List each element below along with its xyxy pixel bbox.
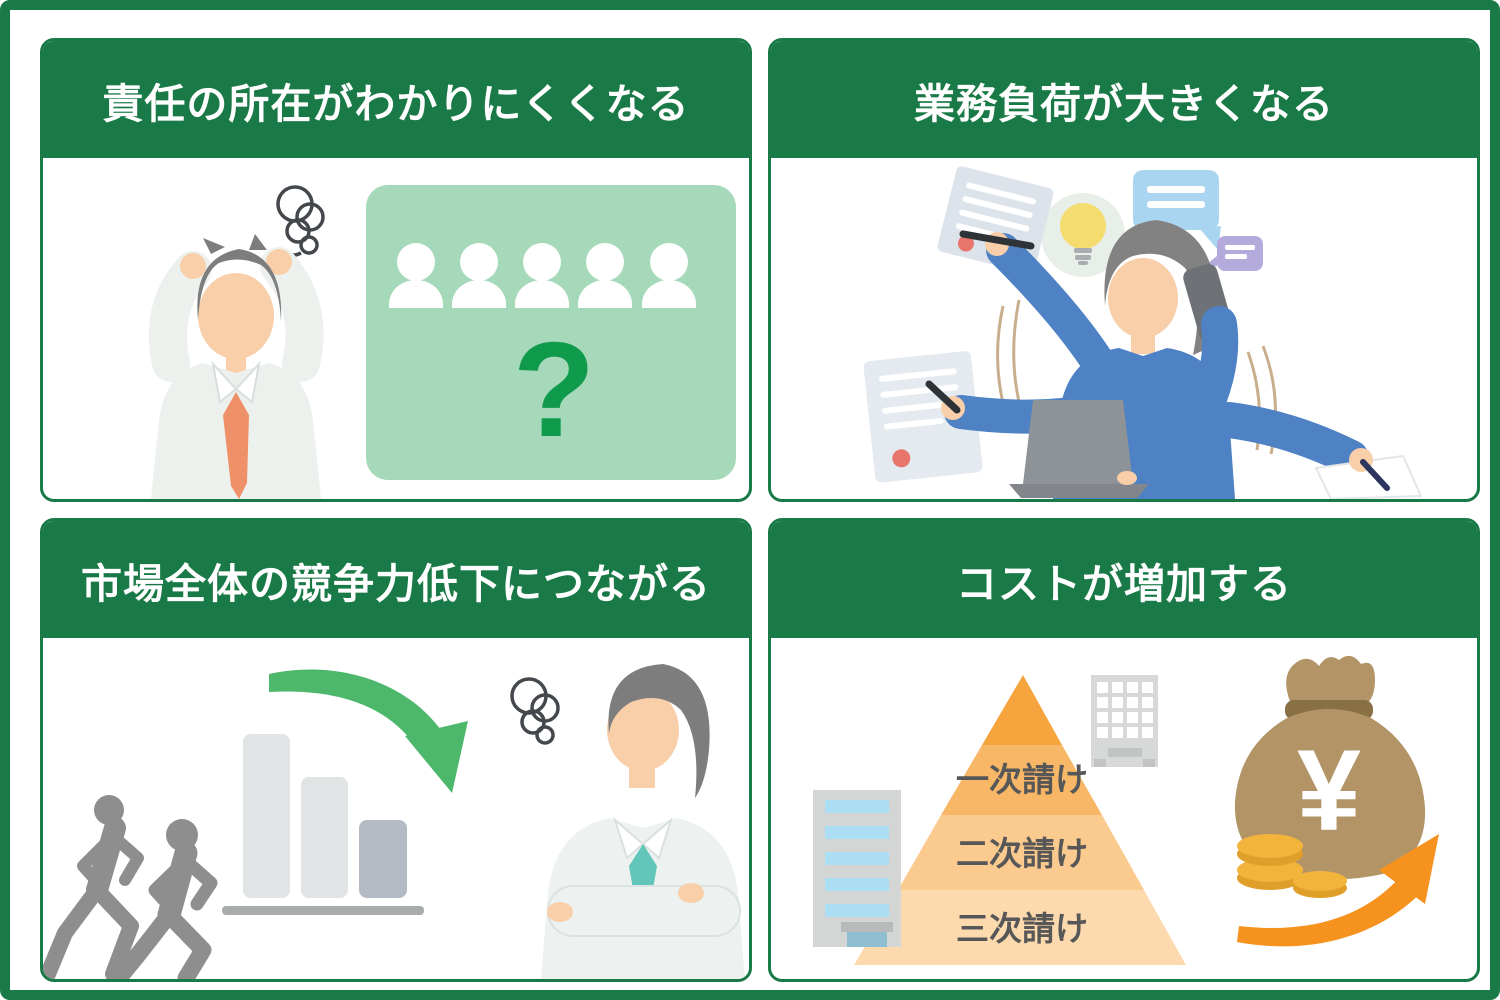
writing-arm	[1211, 402, 1423, 499]
confused-man-and-group-illustration: ?	[148, 185, 736, 499]
anonymous-group-panel: ?	[366, 185, 736, 480]
company-building-icon	[813, 790, 901, 947]
declining-market-illustration	[43, 664, 745, 979]
pyramid-tier1-label: 一次請け	[956, 761, 1088, 798]
card-responsibility-header: 責任の所在がわかりにくくなる	[43, 41, 749, 158]
runners-silhouette-icon	[43, 795, 218, 979]
card-title: 業務負荷が大きくなる	[914, 80, 1334, 127]
confused-man-figure	[148, 234, 324, 499]
document-icon	[863, 351, 983, 483]
card-title: 市場全体の競争力低下につながる	[81, 560, 711, 607]
pen-icon	[1360, 459, 1390, 491]
office-building-icon	[1091, 675, 1158, 767]
multitasking-worker-illustration	[863, 166, 1423, 499]
coins-icon	[1237, 834, 1347, 898]
pen-icon	[925, 380, 961, 414]
lightbulb-icon	[1041, 193, 1125, 277]
subcontract-pyramid: 一次請け 二次請け 三次請け	[854, 675, 1186, 965]
card-title: コストが増加する	[956, 560, 1292, 607]
laptop-icon	[1009, 400, 1149, 498]
card-competitiveness-header: 市場全体の競争力低下につながる	[43, 521, 749, 638]
pyramid-tier3-label: 三次請け	[956, 910, 1088, 947]
card-workload: 業務負荷が大きくなる	[768, 38, 1480, 502]
card-title: 責任の所在がわかりにくくなる	[102, 80, 690, 127]
card-responsibility: 責任の所在がわかりにくくなる	[40, 38, 752, 502]
paper-icon	[1314, 454, 1423, 499]
question-mark-text: ?	[513, 314, 595, 465]
pen-icon	[959, 230, 1035, 250]
card-cost-header: コストが増加する	[771, 521, 1477, 638]
confusion-scribble-icon	[510, 677, 560, 745]
card-competitiveness: 市場全体の競争力低下につながる	[40, 518, 752, 982]
rising-cost-arrow-icon	[1237, 834, 1439, 947]
pyramid-tier2-label: 二次請け	[956, 835, 1088, 872]
confusion-scribble-icon	[276, 185, 325, 257]
person-icons	[389, 243, 696, 308]
decline-arrow-icon	[269, 669, 468, 793]
card-responsibility-illustration: ?	[43, 158, 749, 499]
card-workload-illustration	[771, 158, 1477, 499]
card-competitiveness-illustration	[43, 638, 749, 979]
yen-symbol-text: ¥	[1297, 727, 1361, 855]
card-cost-illustration: 一次請け 二次請け 三次請け	[771, 638, 1477, 979]
worried-man-figure	[541, 664, 745, 979]
card-cost: コストが増加する	[768, 518, 1480, 982]
declining-bar-chart	[222, 734, 424, 915]
card-workload-header: 業務負荷が大きくなる	[771, 41, 1477, 158]
subcontract-pyramid-illustration: 一次請け 二次請け 三次請け	[813, 655, 1439, 965]
speech-bubble-blue-icon	[1133, 170, 1221, 250]
